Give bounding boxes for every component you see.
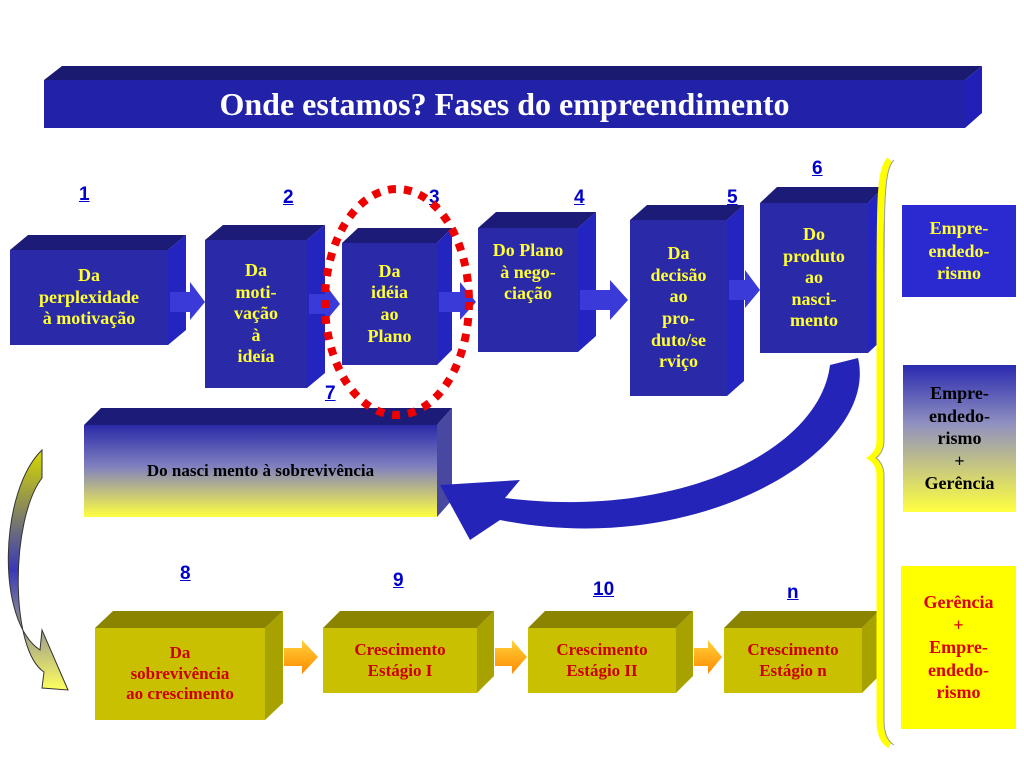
phase-number-7: 7 xyxy=(325,383,336,404)
phase-box-3: Da idéia ao Plano xyxy=(342,243,437,365)
phase-number-3: 3 xyxy=(429,187,440,208)
phase-number-5: 5 xyxy=(727,187,738,208)
phase-box-6: Do produto ao nasci- mento xyxy=(760,203,868,353)
phase-box-7: Do nasci mento à sobrevivência xyxy=(84,425,437,517)
phase-box-9: Crescimento Estágio I xyxy=(323,628,477,693)
phase-number-2: 2 xyxy=(283,187,294,208)
side-panel-gerencia-empreendedorismo: Gerência + Empre- endedo- rismo xyxy=(901,566,1016,729)
curved-arrow-blue xyxy=(440,358,860,540)
side-panel-empreendedorismo: Empre- endedo- rismo xyxy=(902,205,1016,297)
phase-box-8: Da sobrevivência ao crescimento xyxy=(95,628,265,720)
yellow-brace xyxy=(866,157,893,749)
olive-box-tops xyxy=(95,611,879,628)
phase-number-6: 6 xyxy=(812,158,823,179)
arrows-orange xyxy=(284,640,722,674)
curved-arrow-left xyxy=(7,448,69,691)
phase-box-1: Da perplexidade à motivação xyxy=(10,250,168,345)
phase-box-4: Do Plano à nego- ciação xyxy=(478,228,578,352)
phase-number-1: 1 xyxy=(79,184,90,205)
phase-box-n: Crescimento Estágio n xyxy=(724,628,862,693)
side-panel-empreendedorismo-gerencia: Empre- endedo- rismo + Gerência xyxy=(903,365,1016,512)
phase-box-10: Crescimento Estágio II xyxy=(528,628,676,693)
phase-number-9: 9 xyxy=(393,570,404,591)
phase-box-5: Da decisão ao pro- duto/se rviço xyxy=(630,220,727,396)
page-title: Onde estamos? Fases do empreendimento xyxy=(44,80,965,128)
phase-number-10: 10 xyxy=(593,579,615,600)
phase-box-2: Da moti- vação à ideía xyxy=(205,240,307,388)
olive-box-sides xyxy=(265,611,879,720)
phase-number-4: 4 xyxy=(574,187,585,208)
title-banner-side xyxy=(965,66,982,128)
phase-number-8: 8 xyxy=(180,563,191,584)
box-sides xyxy=(168,187,884,396)
title-banner-top xyxy=(44,66,982,80)
box-tops xyxy=(10,187,884,425)
phase-number-n: n xyxy=(787,582,799,603)
